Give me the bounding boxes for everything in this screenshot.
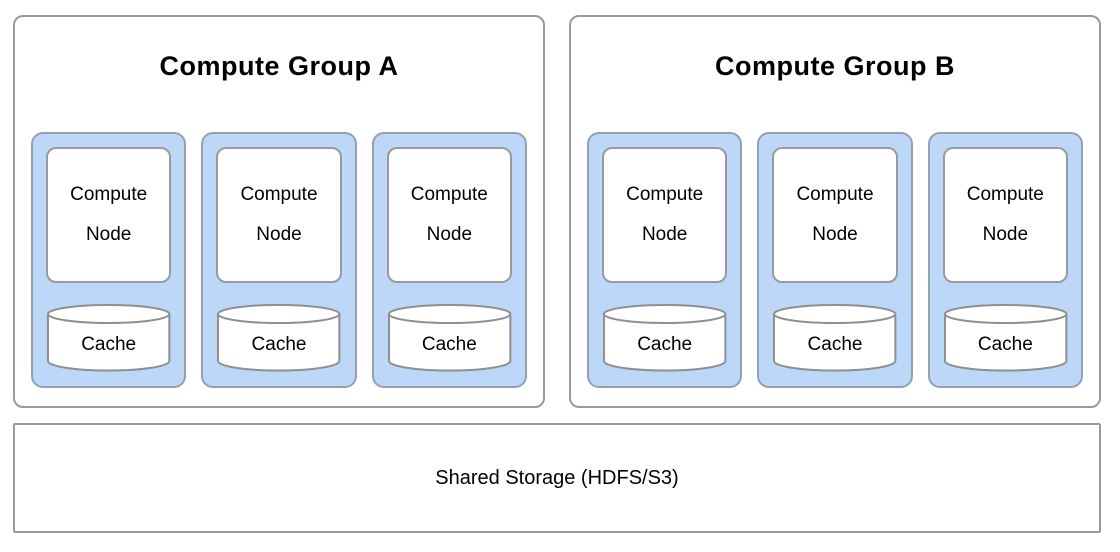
compute-node-label: Compute Node (966, 184, 1044, 245)
node-container: Compute Node Cache (201, 132, 357, 388)
cache-cylinder: Cache (387, 303, 512, 373)
database-cylinder-icon (772, 303, 897, 373)
cache-cylinder: Cache (216, 303, 341, 373)
compute-node-label: Compute Node (626, 184, 704, 245)
compute-node-box: Compute Node (216, 147, 342, 283)
database-cylinder-icon (46, 303, 171, 373)
cache-label: Cache (807, 334, 863, 355)
database-cylinder-icon (943, 303, 1068, 373)
cache-cylinder: Cache (943, 303, 1068, 373)
compute-node-box: Compute Node (602, 147, 728, 283)
cache-label: Cache (251, 334, 307, 355)
cache-label: Cache (81, 334, 137, 355)
compute-node-box: Compute Node (772, 147, 898, 283)
node-container: Compute Node Cache (927, 132, 1083, 388)
compute-node-label: Compute Node (70, 184, 148, 245)
node-container: Compute Node Cache (757, 132, 913, 388)
node-container: Compute Node Cache (587, 132, 743, 388)
node-container: Compute Node Cache (371, 132, 527, 388)
compute-node-box: Compute Node (386, 147, 512, 283)
shared-storage-label: Shared Storage (HDFS/S3) (435, 466, 679, 489)
compute-node-box: Compute Node (942, 147, 1068, 283)
compute-node-label: Compute Node (796, 184, 874, 245)
compute-group-b: Compute Group B Compute Node Cache (569, 15, 1101, 408)
compute-groups-row: Compute Group A Compute Node Cache (13, 15, 1101, 408)
node-container: Compute Node Cache (31, 132, 187, 388)
cache-cylinder: Cache (772, 303, 897, 373)
cache-label: Cache (977, 334, 1033, 355)
shared-storage-box: Shared Storage (HDFS/S3) (13, 423, 1101, 533)
compute-node-label: Compute Node (410, 184, 488, 245)
nodes-row: Compute Node Cache Compute Node (15, 132, 543, 388)
database-cylinder-icon (387, 303, 512, 373)
database-cylinder-icon (602, 303, 727, 373)
group-title: Compute Group A (159, 51, 399, 81)
nodes-row: Compute Node Cache Compute Node (571, 132, 1099, 388)
compute-node-label: Compute Node (240, 184, 318, 245)
cache-label: Cache (637, 334, 693, 355)
cache-label: Cache (421, 334, 477, 355)
compute-group-a: Compute Group A Compute Node Cache (13, 15, 545, 408)
database-cylinder-icon (216, 303, 341, 373)
cache-cylinder: Cache (602, 303, 727, 373)
group-title: Compute Group B (715, 51, 955, 81)
cache-cylinder: Cache (46, 303, 171, 373)
compute-node-box: Compute Node (46, 147, 172, 283)
